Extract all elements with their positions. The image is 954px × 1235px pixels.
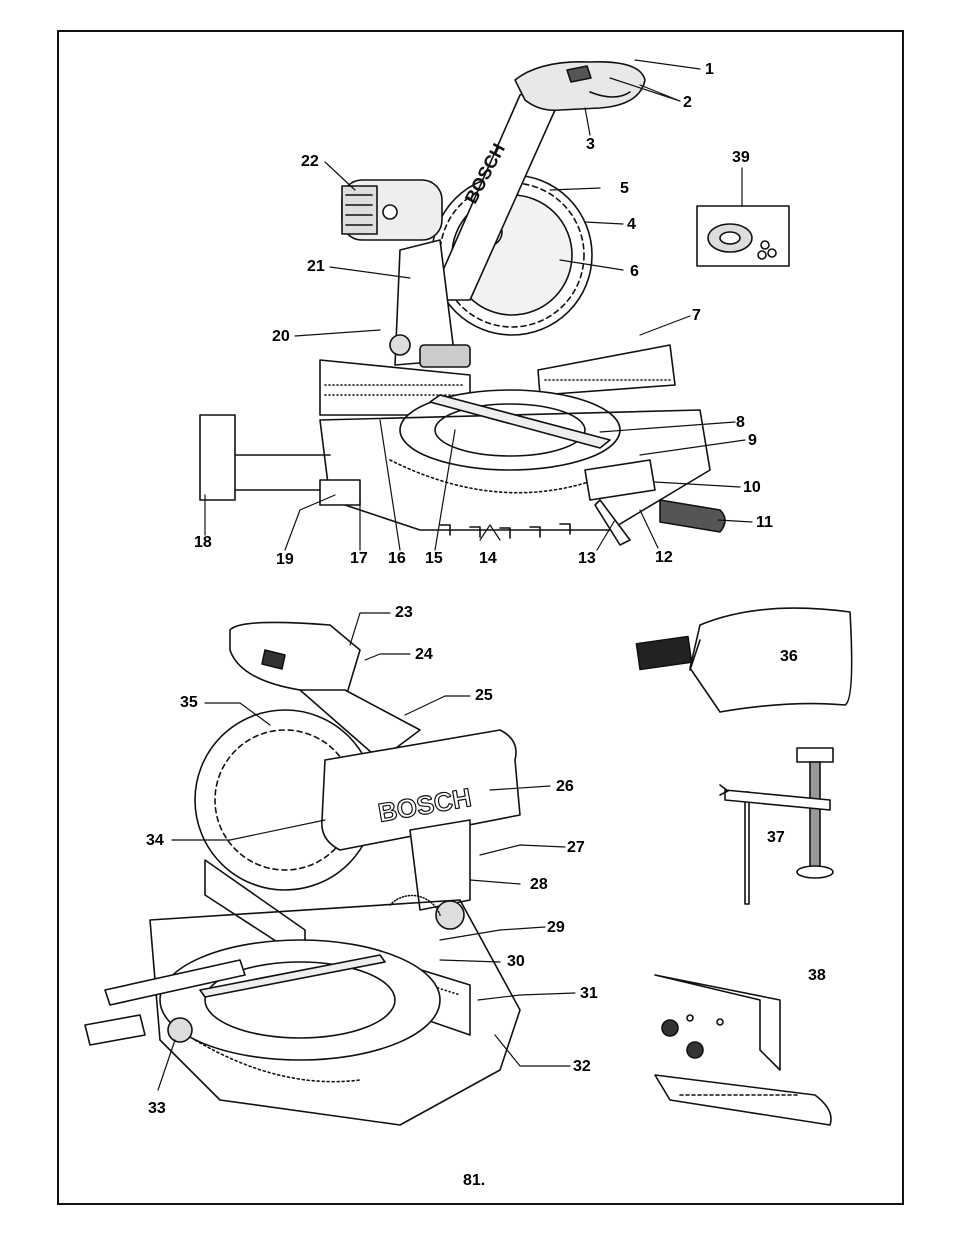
callout-15: 15 bbox=[425, 550, 443, 567]
callout-12: 12 bbox=[655, 549, 673, 566]
callout-26: 26 bbox=[556, 778, 574, 795]
callout-8: 8 bbox=[736, 414, 745, 431]
page-number: 81. bbox=[463, 1172, 486, 1189]
crown-stops bbox=[654, 974, 832, 1126]
callout-9: 9 bbox=[748, 432, 757, 449]
miter-scale bbox=[389, 459, 621, 494]
callout-21: 21 bbox=[307, 258, 325, 275]
rear-base bbox=[149, 899, 521, 1126]
extension-support bbox=[199, 414, 236, 501]
top-leader-lines bbox=[204, 59, 753, 551]
callout-17: 17 bbox=[350, 550, 368, 567]
kerf-insert bbox=[199, 954, 386, 998]
callout-22: 22 bbox=[301, 153, 319, 170]
callout-32: 32 bbox=[573, 1058, 591, 1075]
callout-20: 20 bbox=[272, 328, 290, 345]
callout-37: 37 bbox=[767, 829, 785, 846]
callout-4: 4 bbox=[627, 216, 636, 233]
callout-24: 24 bbox=[415, 646, 433, 663]
bottom-leader-lines bbox=[157, 612, 576, 1091]
page-border bbox=[57, 30, 904, 1205]
callout-2: 2 bbox=[683, 94, 692, 111]
miter-detent-lever bbox=[594, 499, 631, 546]
bottom-saw-illustration: BOSCH bbox=[84, 607, 853, 1126]
callout-23: 23 bbox=[395, 604, 413, 621]
callout-3: 3 bbox=[586, 136, 595, 153]
dust-bag bbox=[689, 607, 853, 713]
callout-34: 34 bbox=[146, 832, 164, 849]
rear-pivot bbox=[409, 819, 471, 911]
callout-10: 10 bbox=[743, 479, 761, 496]
rear-handle bbox=[229, 621, 361, 701]
callout-38: 38 bbox=[808, 967, 826, 984]
miter-lock-handle bbox=[584, 459, 656, 501]
kerf-plate bbox=[429, 394, 611, 449]
callout-16: 16 bbox=[388, 550, 406, 567]
callout-6: 6 bbox=[630, 263, 639, 280]
callout-1: 1 bbox=[705, 61, 714, 78]
rear-arm bbox=[299, 689, 421, 761]
callout-28: 28 bbox=[530, 876, 548, 893]
callout-35: 35 bbox=[180, 694, 198, 711]
callout-31: 31 bbox=[580, 985, 598, 1002]
callout-27: 27 bbox=[567, 839, 585, 856]
callout-25: 25 bbox=[475, 687, 493, 704]
callout-33: 33 bbox=[148, 1100, 166, 1117]
callout-36: 36 bbox=[780, 648, 798, 665]
vertical-clamp bbox=[719, 747, 834, 905]
right-fence bbox=[537, 344, 676, 396]
callout-13: 13 bbox=[578, 550, 596, 567]
callout-39: 39 bbox=[732, 149, 750, 166]
callout-18: 18 bbox=[194, 534, 212, 551]
top-saw-illustration: BOSCH bbox=[199, 61, 790, 546]
callout-29: 29 bbox=[547, 919, 565, 936]
callout-14: 14 bbox=[479, 550, 497, 567]
rear-extension bbox=[104, 959, 246, 1006]
callout-30: 30 bbox=[507, 953, 525, 970]
rear-turntable bbox=[159, 939, 441, 1061]
callout-19: 19 bbox=[276, 551, 294, 568]
operating-handle bbox=[514, 61, 646, 112]
callout-11: 11 bbox=[756, 514, 773, 531]
miter-lock-knob bbox=[659, 499, 726, 533]
callout-7: 7 bbox=[692, 307, 701, 324]
callout-5: 5 bbox=[620, 180, 629, 197]
